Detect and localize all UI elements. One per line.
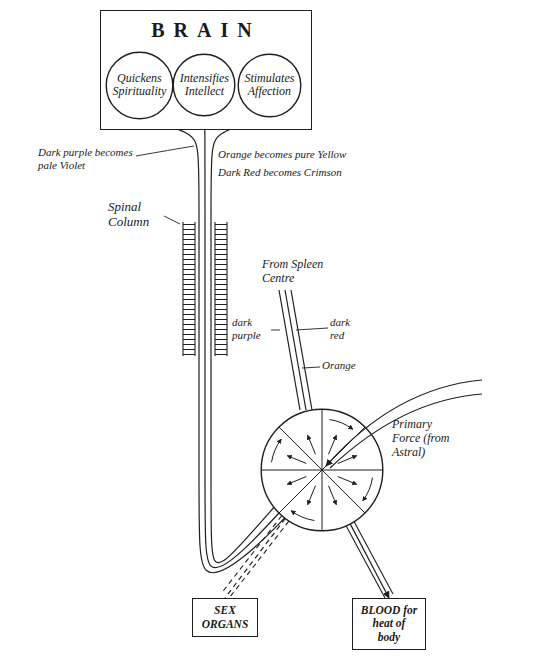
colour-note: Dark Red becomes Crimson [218,166,342,179]
force-name: Primary Force (from Astral) [392,418,456,459]
primary-force [326,380,482,468]
wheel-arrow [338,456,357,464]
spine-rail [182,222,183,356]
organ-box: SEX ORGANS [192,598,258,637]
parallel-stroke [229,521,289,599]
spine-rail [226,222,227,356]
vertebra-rungs [215,222,227,356]
spleen-stream [279,290,312,410]
wheel-arrow [291,511,314,521]
wheel-arrow [287,477,306,485]
force-channel [211,118,274,563]
wheel-outline [260,408,384,532]
spine-rail [214,222,215,356]
outline [261,409,383,531]
vertebra-rungs [183,222,195,356]
source-note: From Spleen Centre [262,258,326,286]
force-wheel [260,408,384,532]
organ-heading: BRAIN [151,19,260,42]
stream-name: dark red [330,316,364,341]
spine-rail [194,222,195,356]
node-label: Intensifies Intellect [180,72,229,98]
force-line [330,394,482,468]
outline [106,52,173,119]
wheel-arrow [308,435,316,454]
force-channel [204,117,279,567]
node-label: BLOOD for heat of body [360,604,418,644]
force-line [326,380,482,466]
colour-note: Dark purple becomes pale Violet [38,146,138,171]
wheel-arrow [329,435,337,454]
wheel-arrow [308,486,316,505]
parallel-stroke [346,526,385,598]
brain-centre: Stimulates Affection [237,53,302,118]
parallel-stroke [354,522,393,594]
outline [238,54,301,117]
wheel-arrow [329,486,337,505]
node-label: Quickens Spirituality [112,72,166,98]
wheel-arrow [338,477,357,485]
wheel-spoke [279,427,365,513]
organ-box: BLOOD for heat of body [352,598,426,650]
stream-line [285,290,306,410]
brain-centre: Quickens Spirituality [105,51,174,120]
leader-lines [136,146,328,368]
leader-line [296,328,328,330]
force-channel [350,524,389,598]
wheel-arrow [363,478,373,501]
stream-line [279,290,300,410]
part-name: Spinal Column [108,200,164,230]
wheel-arrow [330,420,353,430]
brain-centre: Intensifies Intellect [172,53,236,117]
leader-line [302,367,320,368]
colour-note: Orange becomes pure Yellow [218,148,346,161]
force-channel [139,120,284,573]
stream-line [291,290,312,410]
node-label: SEX ORGANS [202,604,249,630]
node-label: Stimulates Affection [244,72,294,98]
outline [174,55,236,117]
brain-box: BRAIN Quickens Spirituality Intensifies In… [100,10,312,130]
wheel-arrow [272,439,282,462]
leader-line [164,216,180,224]
stream-name: dark purple [232,316,270,341]
force-channel [225,518,285,598]
leader-line [136,146,194,156]
wheel-arrow [287,456,306,464]
leader-line [271,330,280,331]
stream-name: Orange [322,359,356,372]
